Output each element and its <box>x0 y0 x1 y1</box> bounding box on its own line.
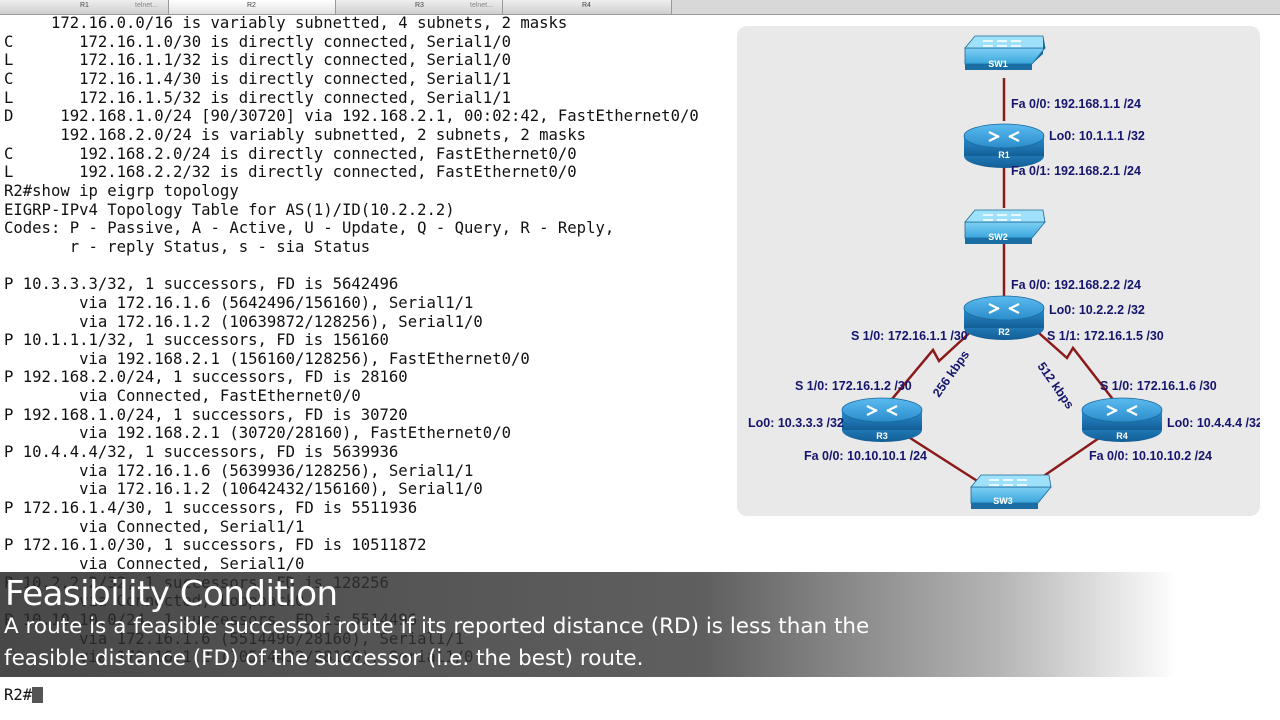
caption-title: Feasibility Condition <box>5 574 338 614</box>
topology-svg: SW1 R1 SW2 R2 <box>748 35 1260 509</box>
tab-r3[interactable]: R3 telnet... <box>336 0 503 14</box>
link-r2-r4-serial <box>1030 325 1123 412</box>
r2-lo0-label: Lo0: 10.2.2.2 /32 <box>1049 303 1145 317</box>
link-r2-r3-serial <box>881 325 978 412</box>
network-topology-diagram: SW1 R1 SW2 R2 <box>737 26 1260 516</box>
r2-label: R2 <box>998 327 1010 337</box>
router-r3-icon[interactable]: R3 <box>841 397 923 442</box>
router-r4-icon[interactable]: R4 <box>1081 397 1163 442</box>
r3-lo0-label: Lo0: 10.3.3.3 /32 <box>748 416 844 430</box>
r2-s10-label: S 1/0: 172.16.1.1 /30 <box>851 329 968 343</box>
terminal-prompt-line[interactable]: R2# <box>4 686 44 704</box>
tab-r2-label: R2 <box>247 2 256 9</box>
r2-s11-label: S 1/1: 172.16.1.5 /30 <box>1047 329 1164 343</box>
caption-overlay <box>0 572 1280 677</box>
terminal-cursor <box>32 687 44 703</box>
tab-r1[interactable]: R1 telnet... <box>0 0 169 14</box>
router-r1-icon[interactable]: R1 <box>963 123 1045 168</box>
link-r2-r4-speed: 512 kbps <box>1035 360 1077 412</box>
switch-sw1-icon[interactable]: SW1 <box>964 35 1046 70</box>
r3-fa00-label: Fa 0/0: 10.10.10.1 /24 <box>804 449 927 463</box>
r1-fa01-label: Fa 0/1: 192.168.2.1 /24 <box>1011 164 1141 178</box>
session-tab-bar: R1 telnet... R2 R3 telnet... R4 <box>0 0 1280 15</box>
tab-bar-filler <box>672 0 1280 14</box>
link-r3-sw3 <box>906 434 983 486</box>
r4-label: R4 <box>1116 431 1128 441</box>
tab-r3-label: R3 <box>415 2 424 9</box>
r3-s10-label: S 1/0: 172.16.1.2 /30 <box>795 379 912 393</box>
r1-label: R1 <box>998 150 1010 160</box>
switch-sw2-icon[interactable]: SW2 <box>964 209 1046 244</box>
links <box>881 78 1123 486</box>
caption-body: A route is a feasible successor route if… <box>4 614 870 671</box>
r1-fa00-label: Fa 0/0: 192.168.1.1 /24 <box>1011 97 1141 111</box>
tab-r1-sub: telnet... <box>135 2 158 9</box>
tab-r2[interactable]: R2 <box>169 0 336 14</box>
tab-r1-label: R1 <box>80 2 89 9</box>
r4-fa00-label: Fa 0/0: 10.10.10.2 /24 <box>1089 449 1212 463</box>
r4-lo0-label: Lo0: 10.4.4.4 /32 <box>1167 416 1260 430</box>
r2-fa00-label: Fa 0/0: 192.168.2.2 /24 <box>1011 278 1141 292</box>
sw3-label: SW3 <box>993 496 1013 506</box>
tab-r4-label: R4 <box>582 2 591 9</box>
terminal-prompt: R2# <box>4 686 33 704</box>
r1-lo0-label: Lo0: 10.1.1.1 /32 <box>1049 129 1145 143</box>
tab-r3-sub: telnet... <box>470 2 493 9</box>
tab-r4[interactable]: R4 <box>503 0 672 14</box>
router-r2-icon[interactable]: R2 <box>963 295 1045 340</box>
terminal-output[interactable]: 172.16.0.0/16 is variably subnetted, 4 s… <box>4 14 699 666</box>
sw1-label: SW1 <box>988 59 1008 69</box>
switch-sw3-icon[interactable]: SW3 <box>970 474 1052 509</box>
r4-s10-label: S 1/0: 172.16.1.6 /30 <box>1100 379 1217 393</box>
r3-label: R3 <box>876 431 888 441</box>
sw2-label: SW2 <box>988 232 1008 242</box>
